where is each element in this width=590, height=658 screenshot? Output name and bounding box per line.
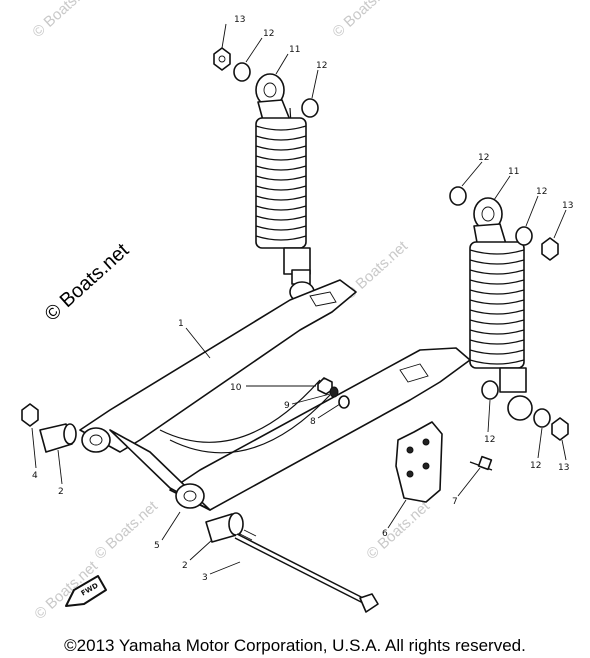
callout-2-left: 2 bbox=[58, 487, 64, 497]
callout-6: 6 bbox=[382, 529, 388, 539]
nut-13-right-bottom bbox=[551, 417, 569, 441]
callout-7: 7 bbox=[452, 497, 458, 507]
forward-arrow-badge: FWD bbox=[65, 575, 107, 607]
washer-12-d bbox=[515, 226, 533, 246]
pivot-shaft-3 bbox=[234, 529, 379, 613]
callout-12-right-d: 12 bbox=[530, 461, 541, 471]
watermark-faint-1: © Boats.net bbox=[29, 0, 99, 41]
bushing-2-lower bbox=[205, 512, 244, 543]
callout-12-top-b: 12 bbox=[316, 61, 327, 71]
callout-5: 5 bbox=[154, 541, 160, 551]
washer-12-b bbox=[301, 98, 319, 118]
callout-12-right-b: 12 bbox=[536, 187, 547, 197]
copyright-notice: ©2013 Yamaha Motor Corporation, U.S.A. A… bbox=[64, 636, 526, 655]
washer-9 bbox=[329, 386, 339, 398]
watermark-main: © Boats.net bbox=[41, 239, 134, 326]
leader-lines bbox=[31, 23, 567, 575]
callout-3: 3 bbox=[202, 573, 208, 583]
washer-12-a bbox=[233, 62, 251, 82]
callout-8: 8 bbox=[310, 417, 316, 427]
bolt-7 bbox=[469, 455, 493, 471]
swing-arm bbox=[79, 279, 471, 511]
callout-9: 9 bbox=[284, 401, 290, 411]
nut-13-top-left bbox=[213, 47, 231, 71]
callout-13-top-left: 13 bbox=[234, 15, 245, 25]
nut-13-right-top bbox=[541, 237, 559, 261]
callout-labels: 1 13 12 11 12 12 11 12 13 12 12 13 4 2 5… bbox=[32, 15, 573, 583]
left-shock-spring bbox=[255, 117, 307, 249]
watermark-faint-4: © Boats.net bbox=[91, 497, 161, 563]
watermark-faint-2: © Boats.net bbox=[329, 0, 399, 41]
washer-12-e bbox=[481, 380, 499, 400]
callout-4: 4 bbox=[32, 471, 38, 481]
callout-11-right: 11 bbox=[508, 167, 519, 177]
chain-guard-6 bbox=[395, 421, 443, 503]
right-shock-spring bbox=[469, 241, 525, 369]
callout-12-top-a: 12 bbox=[263, 29, 274, 39]
callout-13-right-top: 13 bbox=[562, 201, 573, 211]
callout-10: 10 bbox=[230, 383, 242, 393]
washer-8 bbox=[338, 395, 350, 409]
bushing-2-left bbox=[39, 423, 77, 453]
nut-4 bbox=[21, 403, 39, 427]
watermark-faint-5: © Boats.net bbox=[363, 497, 433, 563]
washer-12-f bbox=[533, 408, 551, 428]
callout-11-left: 11 bbox=[289, 45, 300, 55]
callout-1: 1 bbox=[178, 319, 184, 329]
callout-12-right-c: 12 bbox=[484, 435, 495, 445]
right-shock-absorber bbox=[469, 197, 533, 421]
callout-13-right-bottom: 13 bbox=[558, 463, 569, 473]
callout-2-lower: 2 bbox=[182, 561, 188, 571]
callout-12-right-a: 12 bbox=[478, 153, 489, 163]
washer-12-c bbox=[449, 186, 467, 206]
